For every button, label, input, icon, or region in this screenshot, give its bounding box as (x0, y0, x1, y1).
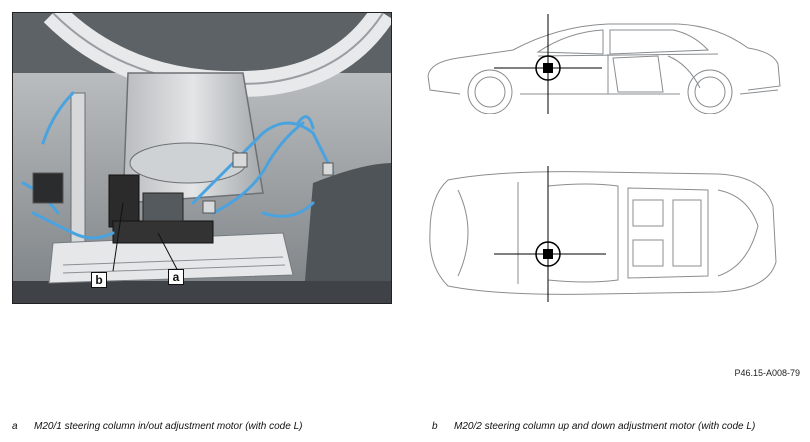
motor-m20-2 (108, 174, 140, 228)
steering-column-illustration (13, 13, 391, 303)
steering-column-collar (129, 142, 247, 184)
car-top-view-locator (418, 166, 790, 302)
knee-panel (303, 163, 391, 303)
legend-key: b (432, 421, 438, 432)
callout-a-leader (157, 232, 180, 274)
car-top-outline (429, 166, 777, 302)
car-side-outline (427, 14, 781, 115)
top-locator-marker (543, 249, 553, 259)
steering-column-housing (122, 72, 264, 204)
steering-column-photo: b a (12, 12, 392, 304)
figure-reference-code: P46.15-A008-79 (734, 368, 800, 378)
footwell (13, 281, 391, 303)
steering-wheel-edge (52, 13, 384, 86)
legend-text: M20/1 steering column in/out adjustment … (34, 421, 303, 432)
legend-item-b: b M20/2 steering column up and down adjus… (432, 421, 755, 432)
legend-text: M20/2 steering column up and down adjust… (454, 421, 756, 432)
side-locator-ring (535, 55, 561, 81)
legend-key: a (12, 421, 18, 432)
car-side-view-locator (418, 14, 790, 115)
callout-label-a: a (168, 269, 184, 285)
callout-b-leader (112, 202, 124, 272)
callout-label-b: b (91, 272, 107, 288)
top-locator-ring (535, 241, 561, 267)
legend-item-a: a M20/1 steering column in/out adjustment… (12, 421, 302, 432)
motor-m20-1 (112, 220, 214, 244)
gear-housing (142, 192, 184, 222)
side-locator-marker (543, 63, 553, 73)
